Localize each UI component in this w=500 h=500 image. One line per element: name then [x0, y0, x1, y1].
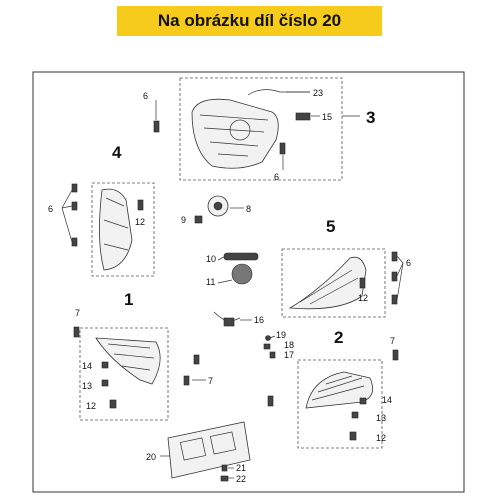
group-5-box	[281, 248, 386, 318]
horn-nut-9	[194, 215, 203, 224]
label-10: 10	[206, 254, 216, 264]
label-15: 15	[322, 112, 332, 122]
group-label-5: 5	[326, 217, 335, 236]
screw-6a	[153, 120, 160, 133]
group-1-box	[79, 327, 169, 421]
label-6c: 6	[48, 204, 53, 214]
headlamp-ribs	[199, 114, 269, 157]
label-17: 17	[284, 350, 294, 360]
group-label-4: 4	[112, 143, 122, 162]
label-22: 22	[236, 474, 246, 484]
side-light-right-ribs	[299, 269, 359, 305]
label-7c: 7	[390, 336, 395, 346]
label-7a: 7	[75, 308, 80, 318]
banner-text: Na obrázku díl číslo 20	[157, 11, 342, 30]
diagram-frame	[32, 71, 465, 493]
side-light-right	[288, 256, 367, 310]
headlamp-housing	[191, 98, 279, 169]
label-14b: 14	[382, 395, 392, 405]
label-12a: 12	[135, 217, 145, 227]
gasket-20	[167, 421, 251, 479]
indicator-right	[305, 371, 374, 409]
indicator-left	[95, 337, 161, 385]
side-light-left	[99, 188, 133, 271]
group-4-box	[91, 182, 155, 277]
label-6b: 6	[274, 172, 279, 182]
mesh-11	[231, 263, 253, 285]
label-14a: 14	[82, 361, 92, 371]
label-18: 18	[284, 340, 294, 350]
label-21: 21	[236, 463, 246, 473]
indicator-left-ribs	[107, 343, 155, 371]
label-12d: 12	[376, 433, 386, 443]
label-6d: 6	[406, 258, 411, 268]
label-9: 9	[181, 215, 186, 225]
screw-6b	[279, 142, 286, 155]
group-label-3: 3	[366, 108, 375, 127]
label-12b: 12	[358, 293, 368, 303]
label-23: 23	[313, 88, 323, 98]
headlamp-bulb	[229, 119, 251, 141]
label-13b: 13	[376, 413, 386, 423]
label-7b: 7	[208, 376, 213, 386]
label-6a: 6	[143, 91, 148, 101]
label-19: 19	[276, 330, 286, 340]
label-11: 11	[206, 277, 215, 287]
group-label-1: 1	[124, 290, 133, 309]
label-13a: 13	[82, 381, 92, 391]
indicator-right-ribs	[311, 375, 365, 401]
label-8: 8	[246, 204, 251, 214]
page-title-banner: Na obrázku díl číslo 20	[117, 6, 382, 36]
group-2-box	[297, 359, 383, 449]
strip-10	[223, 252, 259, 261]
label-16: 16	[254, 315, 264, 325]
side-light-left-ribs	[103, 197, 129, 251]
group-3-box	[179, 77, 343, 181]
label-12c: 12	[86, 401, 96, 411]
bulb-15	[295, 112, 311, 121]
label-20: 20	[146, 452, 156, 462]
group-label-2: 2	[334, 328, 343, 347]
wire-harness	[247, 89, 310, 96]
